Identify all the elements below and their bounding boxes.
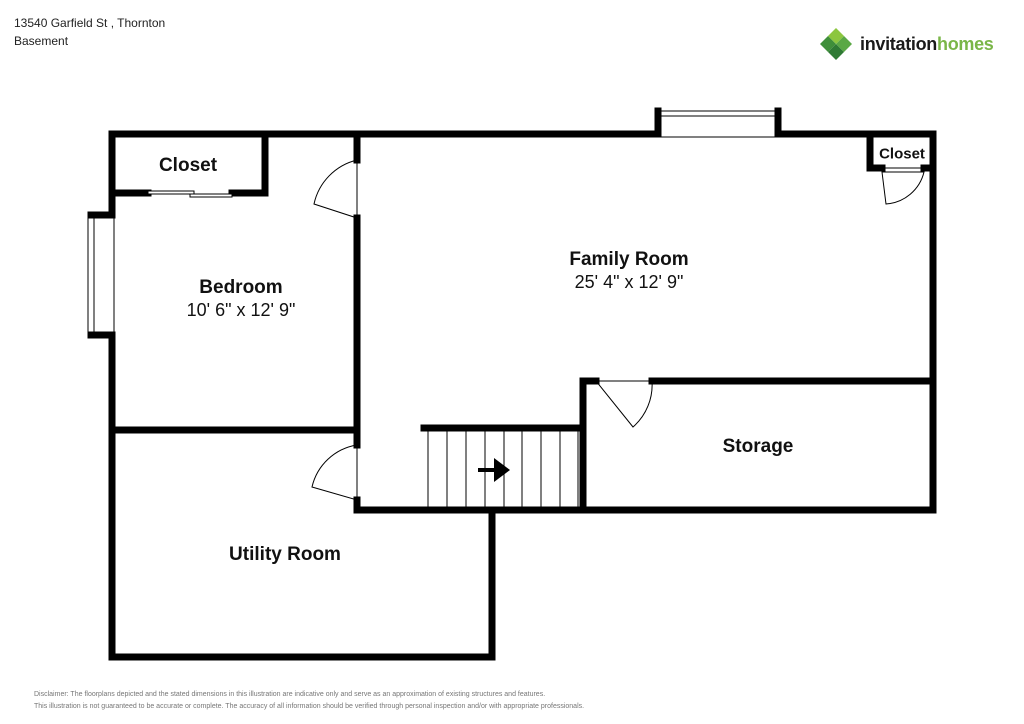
logo-wordmark: invitationhomes (860, 34, 994, 55)
family-closet-name: Closet (879, 145, 925, 163)
utility-door (311, 444, 358, 501)
floor-level-text: Basement (14, 34, 69, 48)
stair-arrow-icon (478, 458, 510, 482)
staircase (427, 431, 579, 508)
top-window (660, 110, 776, 138)
storage-label: Storage (723, 436, 794, 458)
bedroom-closet-label: Closet (159, 155, 217, 177)
bedroom-door (313, 159, 358, 219)
family-closet-label: Closet (879, 146, 925, 163)
storage-name: Storage (722, 436, 794, 457)
family-room-dimensions: 25' 4" x 12' 9" (574, 272, 684, 292)
bedroom-closet-name: Closet (158, 155, 218, 176)
disclaimer-line-1: Disclaimer: The floorplans depicted and … (34, 691, 546, 698)
bedroom-label: Bedroom 10' 6" x 12' 9" (187, 277, 296, 321)
disclaimer: Disclaimer: The floorplans depicted and … (34, 689, 584, 713)
logo-word-invitation: invitation (860, 33, 937, 54)
disclaimer-line-2: This illustration is not guaranteed to b… (34, 703, 585, 710)
diamond-logo-icon (820, 28, 852, 60)
storage-door (594, 380, 653, 428)
family-room-name: Family Room (569, 249, 689, 270)
bedroom-dimensions: 10' 6" x 12' 9" (186, 300, 296, 320)
property-header: 13540 Garfield St , Thornton Basement (14, 14, 165, 50)
family-room-label: Family Room 25' 4" x 12' 9" (569, 249, 688, 293)
utility-room-name: Utility Room (229, 544, 341, 565)
brand-logo: invitationhomes (818, 26, 994, 62)
logo-word-homes: homes (937, 33, 994, 54)
bedroom-name: Bedroom (199, 277, 283, 298)
utility-room-label: Utility Room (229, 544, 341, 566)
address-text: 13540 Garfield St , Thornton (14, 16, 166, 30)
closet-sliding-door (147, 190, 233, 198)
family-closet-door (881, 167, 925, 205)
bedroom-window (87, 217, 115, 333)
